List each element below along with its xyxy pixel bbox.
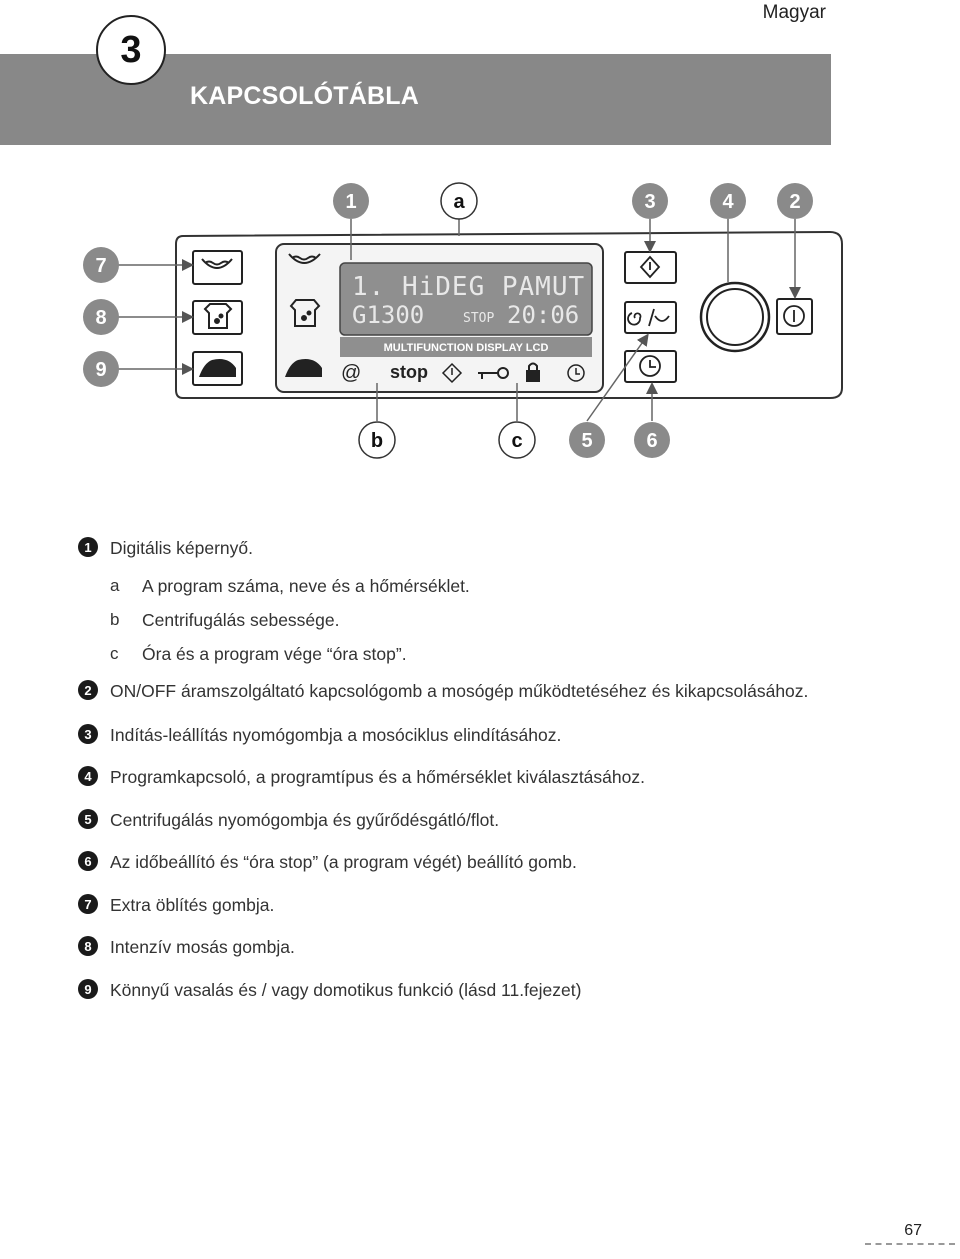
lcd-at-symbol: @ (341, 362, 361, 384)
callout-6: 6 (634, 422, 670, 458)
marker-1: 1 (78, 537, 98, 557)
page-number: 67 (904, 1222, 922, 1239)
svg-text:6: 6 (646, 430, 657, 452)
start-pause-icon (639, 255, 661, 279)
legend-text: Könnyű vasalás és / vagy domotikus funkc… (110, 980, 582, 1000)
svg-text:3: 3 (644, 191, 655, 213)
marker-4: 4 (78, 766, 98, 786)
control-panel-diagram: 1. HiDEG PAMUT G1300 STOP 20:06 MULTIFUN… (83, 182, 843, 459)
letter-c: c (110, 644, 119, 663)
intensive-icon-printed (289, 299, 321, 327)
marker-6: 6 (78, 851, 98, 871)
letter-b: b (110, 610, 120, 629)
callout-1: 1 (333, 183, 369, 219)
letter-a: a (110, 576, 120, 595)
legend-text: Intenzív mosás gombja. (110, 937, 295, 957)
callout-8: 8 (83, 299, 119, 335)
rinse-button-icon (201, 258, 233, 269)
legend-text: A program száma, neve és a hőmérséklet. (142, 576, 470, 596)
lcd-caption-strip (340, 337, 592, 357)
lcd-stop-word: stop (390, 362, 428, 382)
status-clock-icon (567, 364, 585, 382)
status-start-icon (441, 362, 463, 384)
callout-c: c (498, 421, 536, 459)
rinse-icon-printed (288, 253, 321, 264)
callout-b: b (358, 421, 396, 459)
language-label: Magyar (762, 2, 826, 23)
callout-5: 5 (569, 422, 605, 458)
svg-text:1: 1 (345, 191, 356, 213)
callout-4: 4 (710, 183, 746, 219)
callout-7: 7 (83, 247, 119, 283)
callout-9: 9 (83, 351, 119, 387)
legend-text: Digitális képernyő. (110, 538, 253, 558)
marker-7: 7 (78, 894, 98, 914)
svg-text:4: 4 (722, 191, 734, 213)
svg-text:7: 7 (95, 255, 106, 277)
svg-text:2: 2 (789, 191, 800, 213)
legend-text: Óra és a program vége “óra stop”. (142, 644, 407, 664)
callout-a: a (440, 182, 478, 220)
footer-divider (865, 1243, 955, 1245)
power-icon (783, 305, 805, 327)
callout-3: 3 (632, 183, 668, 219)
lcd-time-value: 20:06 (507, 301, 579, 329)
marker-2: 2 (78, 680, 98, 700)
lcd-caption: MULTIFUNCTION DISPLAY LCD (384, 342, 549, 354)
clock-icon (639, 355, 661, 377)
lcd-spin-value: G1300 (352, 301, 424, 329)
legend-text: Indítás-leállítás nyomógombja a mosócikl… (110, 725, 562, 745)
spin-icon (627, 308, 670, 327)
lock-icon (526, 362, 540, 382)
marker-8: 8 (78, 936, 98, 956)
marker-9: 9 (78, 979, 98, 999)
svg-text:9: 9 (95, 359, 106, 381)
callout-2: 2 (777, 183, 813, 219)
lcd-screen (339, 262, 593, 336)
svg-text:8: 8 (95, 307, 106, 329)
marker-5: 5 (78, 809, 98, 829)
svg-text:a: a (453, 191, 465, 213)
easy-iron-button-icon (199, 359, 236, 377)
legend-text: Centrifugálás nyomógombja és gyűrődésgát… (110, 810, 500, 830)
chapter-number: 3 (96, 15, 166, 85)
legend-text: Az időbeállító és “óra stop” (a program … (110, 852, 577, 872)
intensive-button-icon (203, 303, 233, 329)
svg-text:b: b (371, 430, 383, 452)
svg-text:c: c (511, 430, 522, 452)
legend-text: Programkapcsoló, a programtípus és a hőm… (110, 767, 645, 787)
spin-button (624, 301, 677, 334)
lcd-line1: 1. HiDEG PAMUT (352, 272, 585, 302)
intensive-button (192, 300, 243, 335)
legend-text: Extra öblítés gombja. (110, 895, 275, 915)
legend-text: Centrifugálás sebessége. (142, 610, 340, 630)
legend-text: ON/OFF áramszolgáltató kapcsológomb a mo… (110, 681, 809, 701)
marker-3: 3 (78, 724, 98, 744)
lcd-stop-label: STOP (463, 311, 494, 326)
svg-text:5: 5 (581, 430, 592, 452)
key-icon (478, 367, 509, 379)
program-selector-knob (699, 281, 771, 353)
chapter-title: KAPCSOLÓTÁBLA (190, 82, 419, 110)
iron-icon-printed (285, 359, 322, 377)
